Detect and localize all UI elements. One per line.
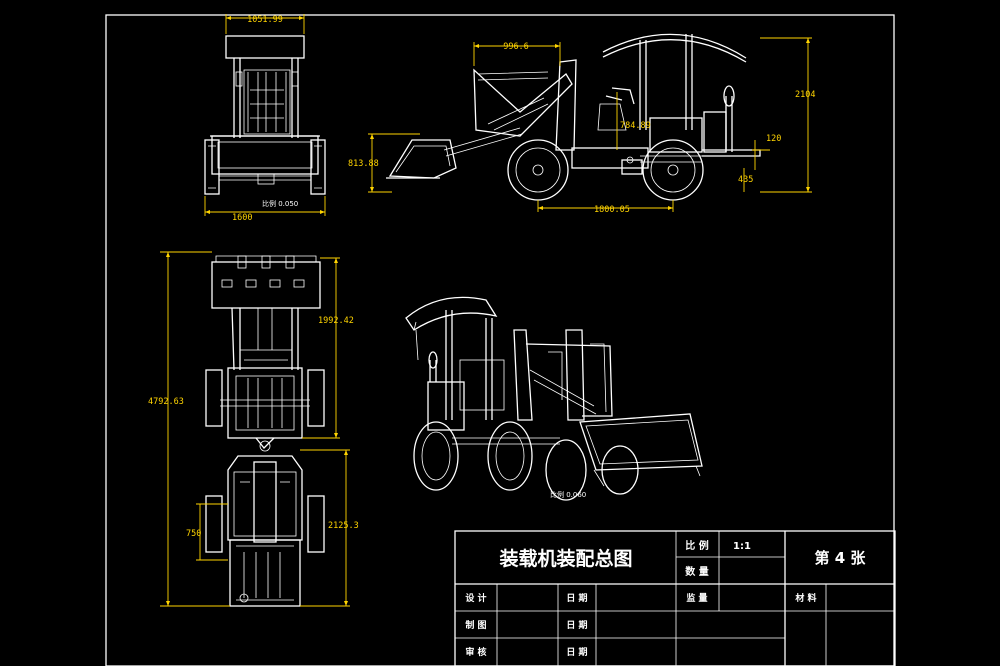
- side-ground-dim: 435: [738, 175, 753, 185]
- date-label-3: 日 期: [566, 646, 587, 658]
- date-label-1: 日 期: [566, 592, 587, 604]
- sheet-number: 第 4 张: [815, 549, 867, 567]
- supervise-label: 监 量: [686, 592, 707, 604]
- side-arm-dim: 784.89: [620, 121, 651, 131]
- plan-front-dim: 1992.42: [318, 316, 354, 326]
- plan-rear-dim: 2125.3: [328, 521, 359, 531]
- plan-length-dim: 4792.63: [148, 397, 184, 407]
- draw-label: 制 图: [465, 619, 486, 631]
- side-clearance-dim: 120: [766, 134, 781, 144]
- title-block: 装载机装配总图 比 例 1:1 数 量 第 4 张 设 计 日 期 监 量 材 …: [454, 530, 896, 666]
- material-label: 材 料: [794, 592, 816, 604]
- review-label: 审 核: [465, 646, 486, 658]
- side-wheelbase-dim: 1800.05: [594, 205, 630, 215]
- front-scale-note: 比例 0.050: [262, 199, 298, 208]
- drawing-title: 装载机装配总图: [498, 547, 632, 570]
- plan-small-dim: 750: [186, 529, 201, 539]
- front-base-width: 1600: [232, 213, 252, 223]
- date-label-2: 日 期: [566, 619, 587, 631]
- plan-view: 4792.63 1992.42 2125.3 750: [148, 251, 359, 607]
- side-bucket-height-dim: 813.88: [348, 159, 379, 169]
- side-boom-dim: 996.6: [503, 42, 529, 52]
- sheet-border: [105, 14, 895, 666]
- front-top-width: 1051.99: [247, 15, 283, 25]
- side-height-dim: 2104: [795, 90, 815, 100]
- front-view: 1051.99 1600 比例 0.050: [204, 14, 326, 223]
- isometric-view: 比例 0.060: [405, 296, 703, 501]
- quantity-label: 数 量: [685, 565, 708, 578]
- side-view: 996.6 2104 120 813.88 784.89 1800.05 435: [348, 33, 815, 215]
- scale-value: 1:1: [733, 541, 751, 552]
- iso-scale-note: 比例 0.060: [550, 490, 586, 499]
- design-label: 设 计: [465, 592, 486, 604]
- scale-label: 比 例: [685, 539, 708, 552]
